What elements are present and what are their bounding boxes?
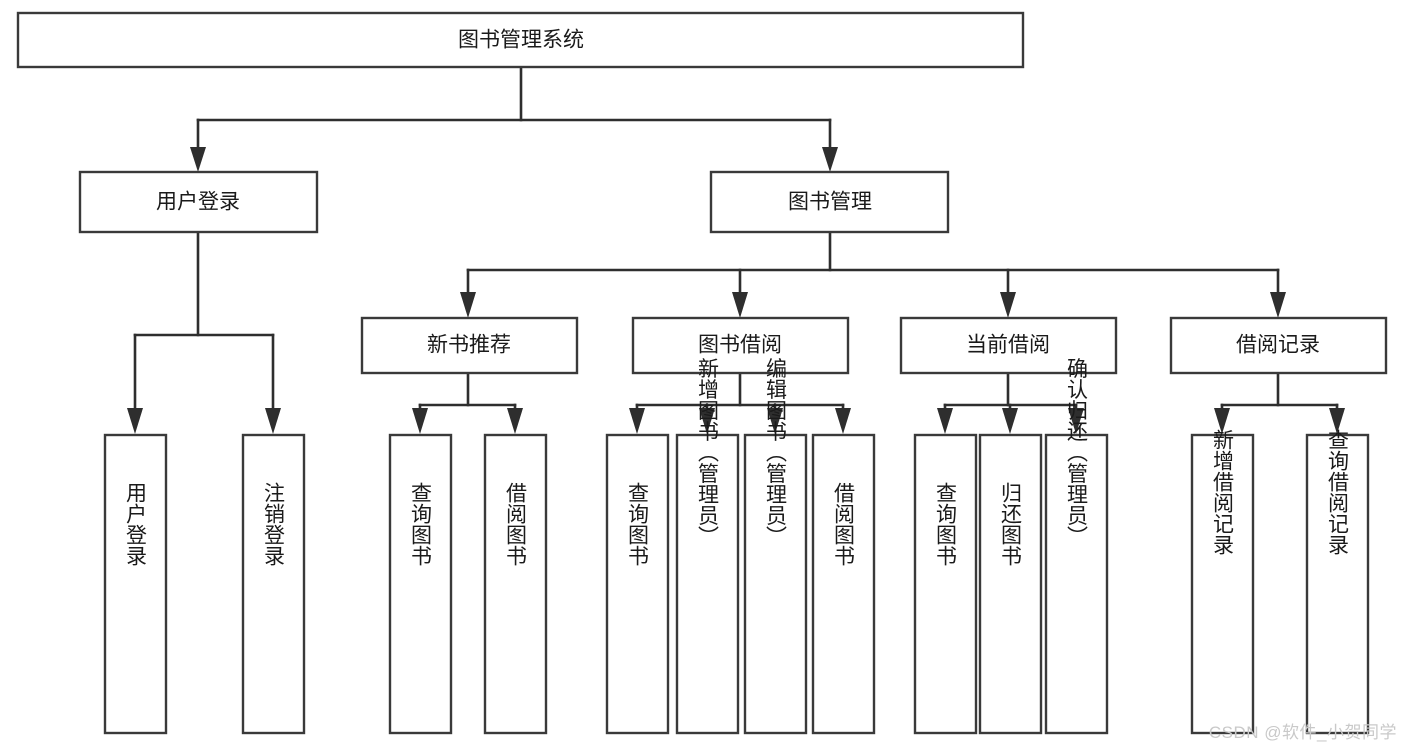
- node-leaf-user-logout[interactable]: 注销登录: [241, 433, 306, 735]
- node-user-login-label: 用户登录: [156, 191, 240, 214]
- node-leaf-query-book-3-label: 查询图书: [934, 482, 958, 566]
- node-user-login-box[interactable]: [78, 170, 319, 234]
- arrow-icon-leaf-add-book: [699, 408, 715, 434]
- arrow-icon-book-management: [822, 147, 838, 172]
- node-user-login[interactable]: 用户登录: [78, 170, 319, 234]
- node-leaf-confirm-return-label: 确认归还（管理员）: [1065, 358, 1089, 547]
- node-leaf-user-logout-label: 注销登录: [262, 482, 286, 566]
- arrow-icon-leaf-query-record: [1329, 408, 1345, 434]
- node-current-borrow-label: 当前借阅: [966, 334, 1050, 357]
- arrow-icon-leaf-query-book-3: [937, 408, 953, 434]
- node-leaf-add-book-label: 新增图书（管理员）: [696, 358, 720, 547]
- node-borrow-record-label: 借阅记录: [1236, 334, 1320, 357]
- node-leaf-edit-book-box[interactable]: [743, 433, 808, 735]
- arrow-icon-user-login: [190, 147, 206, 172]
- arrow-icon-leaf-borrow-book-1: [507, 408, 523, 434]
- node-new-book-recommend-box[interactable]: [360, 316, 579, 375]
- node-leaf-borrow-book-2-label: 借阅图书: [832, 482, 856, 566]
- arrow-icon-current-borrow: [1000, 292, 1016, 318]
- node-leaf-confirm-return-box[interactable]: [1044, 433, 1109, 735]
- node-root-box[interactable]: [16, 11, 1025, 69]
- node-leaf-add-book-box[interactable]: [675, 433, 740, 735]
- node-leaf-query-book-2[interactable]: 查询图书: [605, 433, 670, 735]
- arrow-icon-leaf-return-book: [1002, 408, 1018, 434]
- node-current-borrow[interactable]: 当前借阅: [899, 316, 1118, 375]
- node-leaf-query-book-2-box[interactable]: [605, 433, 670, 735]
- node-leaf-add-book[interactable]: 新增图书（管理员）: [675, 358, 740, 735]
- node-leaf-query-book-3-box[interactable]: [913, 433, 978, 735]
- node-leaf-user-logout-box[interactable]: [241, 433, 306, 735]
- node-leaf-query-book-3[interactable]: 查询图书: [913, 433, 978, 735]
- node-leaf-confirm-return[interactable]: 确认归还（管理员）: [1044, 358, 1109, 735]
- arrow-heads: [127, 147, 1345, 434]
- arrow-icon-leaf-borrow-book-2: [835, 408, 851, 434]
- node-leaf-borrow-book-2-box[interactable]: [811, 433, 876, 735]
- node-root[interactable]: 图书管理系统: [16, 11, 1025, 69]
- node-leaf-edit-book[interactable]: 编辑图书（管理员）: [743, 358, 808, 735]
- node-current-borrow-box[interactable]: [899, 316, 1118, 375]
- node-new-book-recommend-label: 新书推荐: [427, 334, 511, 357]
- node-leaf-add-record-label: 新增借阅记录: [1211, 429, 1235, 555]
- node-leaf-query-record[interactable]: 查询借阅记录: [1305, 429, 1370, 735]
- node-leaf-user-login-box[interactable]: [103, 433, 168, 735]
- connector-lines: [133, 65, 1339, 410]
- arrow-icon-leaf-user-login: [127, 408, 143, 434]
- node-book-management-label: 图书管理: [788, 191, 872, 214]
- node-leaf-user-login-label: 用户登录: [124, 482, 148, 566]
- arrow-icon-leaf-query-book-1: [412, 408, 428, 434]
- node-book-management[interactable]: 图书管理: [709, 170, 950, 234]
- arrow-icon-leaf-edit-book: [767, 408, 783, 434]
- arrow-icon-borrow-record: [1270, 292, 1286, 318]
- arrow-icon-leaf-add-record: [1214, 408, 1230, 434]
- node-leaf-borrow-book-2[interactable]: 借阅图书: [811, 433, 876, 735]
- node-leaf-query-book-1-label: 查询图书: [409, 482, 433, 566]
- node-leaf-query-book-2-label: 查询图书: [626, 482, 650, 566]
- node-leaf-edit-book-label: 编辑图书（管理员）: [764, 358, 788, 547]
- node-leaf-user-login[interactable]: 用户登录: [103, 433, 168, 735]
- node-leaf-query-record-box[interactable]: [1305, 433, 1370, 735]
- node-leaf-borrow-book-1-label: 借阅图书: [504, 482, 528, 566]
- arrow-icon-leaf-confirm-return: [1068, 408, 1084, 434]
- node-leaf-borrow-book-1[interactable]: 借阅图书: [483, 433, 548, 735]
- arrow-icon-book-borrow: [732, 292, 748, 318]
- node-leaf-query-book-1-box[interactable]: [388, 433, 453, 735]
- node-leaf-borrow-book-1-box[interactable]: [483, 433, 548, 735]
- node-leaf-add-record[interactable]: 新增借阅记录: [1190, 429, 1255, 735]
- node-book-borrow-box[interactable]: [631, 316, 850, 375]
- arrow-icon-leaf-query-book-2: [629, 408, 645, 434]
- node-book-borrow-label: 图书借阅: [698, 334, 782, 357]
- node-borrow-record[interactable]: 借阅记录: [1169, 316, 1388, 375]
- node-leaf-query-book-1[interactable]: 查询图书: [388, 433, 453, 735]
- node-leaf-query-record-label: 查询借阅记录: [1326, 429, 1350, 555]
- node-leaf-return-book-label: 归还图书: [999, 482, 1023, 566]
- node-leaf-return-book[interactable]: 归还图书: [978, 433, 1043, 735]
- node-new-book-recommend[interactable]: 新书推荐: [360, 316, 579, 375]
- arrow-icon-new-book-recommend: [460, 292, 476, 318]
- node-borrow-record-box[interactable]: [1169, 316, 1388, 375]
- node-leaf-return-book-box[interactable]: [978, 433, 1043, 735]
- node-root-label: 图书管理系统: [458, 29, 584, 52]
- node-book-borrow[interactable]: 图书借阅: [631, 316, 850, 375]
- node-leaf-add-record-box[interactable]: [1190, 433, 1255, 735]
- node-book-management-box[interactable]: [709, 170, 950, 234]
- arrow-icon-leaf-user-logout: [265, 408, 281, 434]
